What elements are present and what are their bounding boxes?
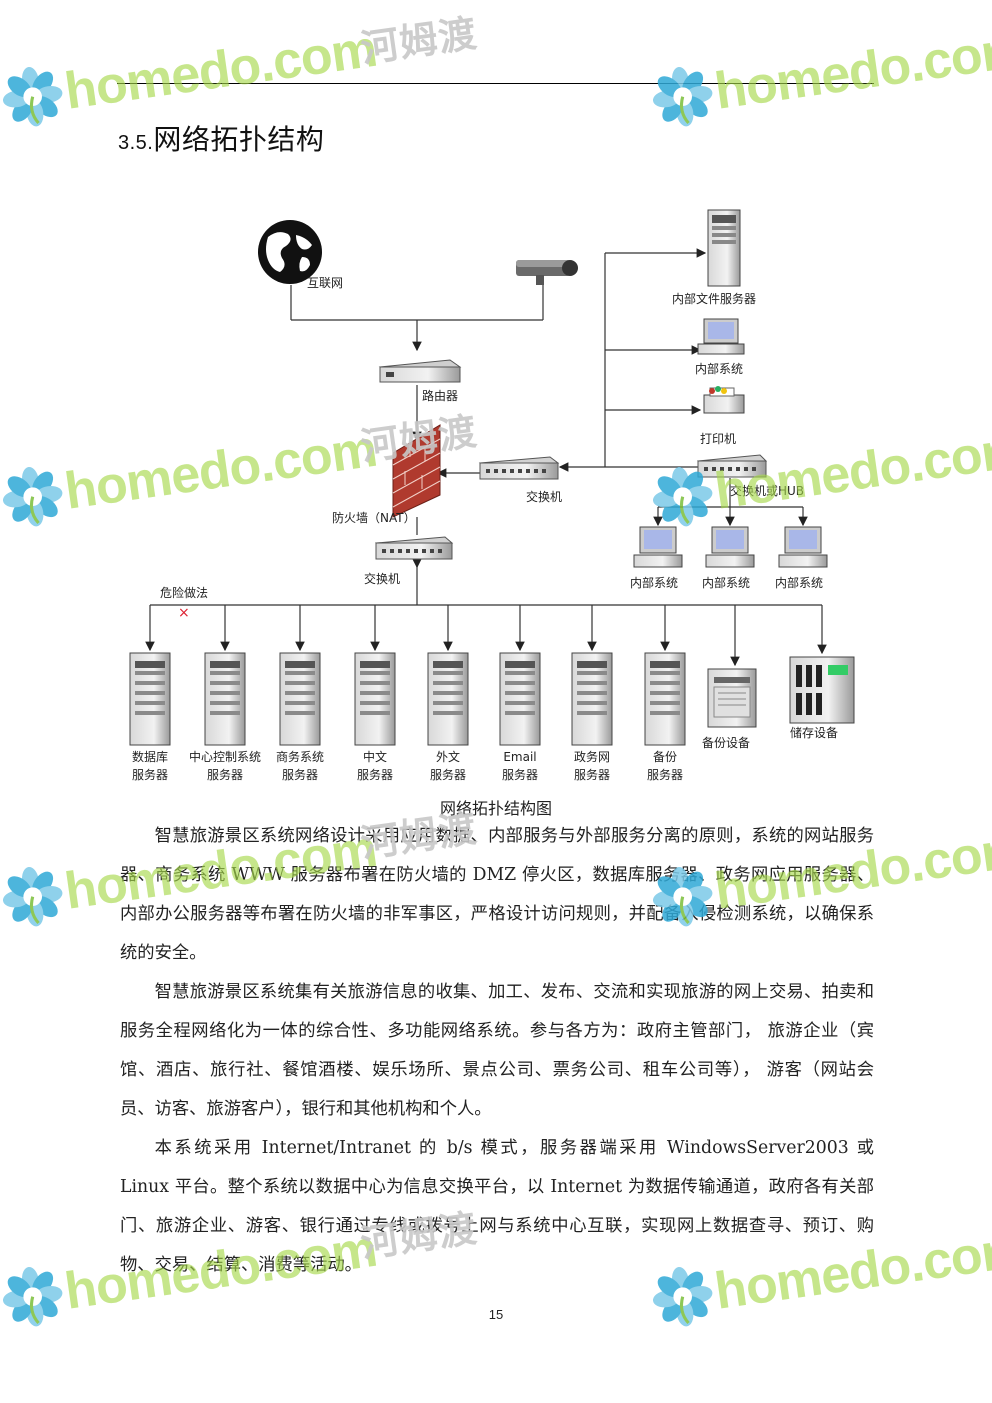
server-label: 服务器 [647, 767, 683, 782]
internal-system-3-label: 内部系统 [775, 575, 823, 590]
watermark-text: homedo.com [711, 19, 992, 121]
server-label: 服务器 [430, 767, 466, 782]
storage-device-icon [789, 656, 855, 724]
internal-file-server-icon [707, 209, 741, 287]
paragraph-2: 智慧旅游景区系统集有关旅游信息的收集、加工、发布、交流和实现旅游的网上交易、拍卖… [120, 982, 874, 1119]
printer-icon [703, 386, 745, 414]
danger-x-icon: × [178, 605, 190, 621]
server-label: 政务网 [574, 749, 610, 764]
server-row: 数据库服务器中心控制系统服务器商务系统服务器中文服务器外文服务器Email服务器… [129, 652, 686, 782]
server-label: 服务器 [502, 767, 538, 782]
flower-logo-icon [0, 62, 68, 132]
firewall-icon [392, 424, 441, 518]
router-icon [378, 359, 462, 383]
backup-device-label: 备份设备 [702, 736, 750, 750]
header-rule [117, 83, 874, 84]
internal-file-server-label: 内部文件服务器 [672, 291, 756, 306]
server-label: 外文 [436, 749, 460, 764]
section-number: 3.5. [118, 132, 154, 154]
server-label: 服务器 [357, 767, 393, 782]
server-label: 备份 [653, 750, 677, 764]
flower-logo-icon [648, 62, 718, 132]
diagram-caption: 网络拓扑结构图 [439, 799, 552, 818]
flower-logo-icon [0, 862, 68, 932]
internet-label: 互联网 [307, 276, 343, 290]
server-tower-icon [427, 652, 469, 746]
server-tower-icon [499, 652, 541, 746]
switch-hub-label: 交换机或HUB [730, 483, 804, 498]
server-label: 服务器 [132, 767, 168, 782]
server-tower-icon [279, 652, 321, 746]
internal-system-top-label: 内部系统 [695, 361, 743, 376]
router-label: 路由器 [422, 388, 458, 403]
network-topology-diagram: 互联网 路由器 防火墙（NAT） 交换机 交换机 [129, 209, 855, 782]
desktop-computer-icon [633, 526, 683, 568]
homedo-cjk-watermark: 河姆渡 [357, 11, 480, 71]
switch-hub-icon [696, 454, 768, 478]
server-label: 中心控制系统 [189, 749, 261, 764]
desktop-computer-icon [778, 526, 828, 568]
server-tower-icon [644, 652, 686, 746]
internal-system-1-label: 内部系统 [630, 575, 678, 590]
desktop-computer-icon [697, 318, 745, 355]
server-label: 商务系统 [276, 749, 324, 764]
server-label: Email [503, 750, 536, 764]
switch-center-label: 交换机 [364, 571, 400, 586]
homedo-watermark: homedo.com [652, 20, 992, 132]
backup-device-icon [707, 668, 757, 728]
server-label: 服务器 [282, 767, 318, 782]
section-title: 网络拓扑结构 [153, 123, 325, 156]
camera-icon [516, 260, 578, 285]
server-label: 服务器 [574, 767, 610, 782]
server-tower-icon [129, 652, 171, 746]
server-tower-icon [354, 652, 396, 746]
watermark-text: homedo.com [61, 19, 380, 121]
server-tower-icon [571, 652, 613, 746]
switch-main-icon [478, 456, 560, 480]
page-number: 15 [488, 1307, 504, 1322]
server-label: 服务器 [207, 767, 243, 782]
switch-center-icon [374, 536, 454, 560]
danger-label: 危险做法 [160, 585, 208, 600]
globe-icon [258, 220, 322, 284]
switch-main-label: 交换机 [526, 489, 562, 504]
server-label: 数据库 [132, 749, 168, 764]
paragraph-3: 本系统采用 Internet/Intranet 的 b/s 模式，服务器端采用 … [120, 1138, 874, 1275]
server-label: 中文 [363, 749, 387, 764]
server-tower-icon [204, 652, 246, 746]
internal-system-2-label: 内部系统 [702, 575, 750, 590]
desktop-computer-icon [705, 526, 755, 568]
firewall-label: 防火墙（NAT） [332, 510, 416, 525]
flower-logo-icon [0, 462, 68, 532]
printer-label: 打印机 [700, 432, 736, 446]
storage-device-label: 储存设备 [790, 725, 838, 740]
section-heading: 3.5.网络拓扑结构 [118, 118, 324, 158]
paragraph-1: 智慧旅游景区系统网络设计采用应用数据、内部服务与外部服务分离的原则，系统的网站服… [120, 826, 874, 963]
